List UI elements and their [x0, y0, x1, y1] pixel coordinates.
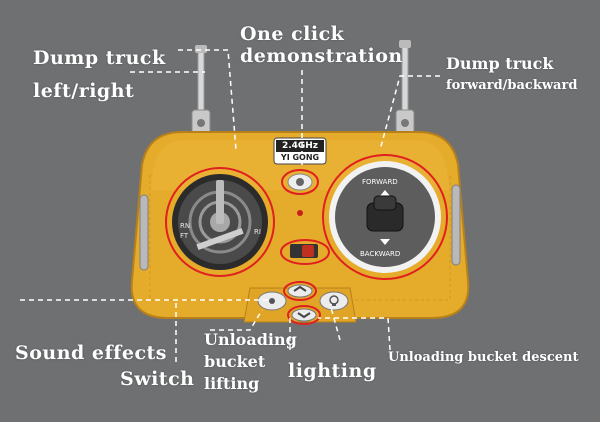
left-stick-ft: FT	[180, 232, 189, 240]
frequency-label: 2.4GHz	[281, 141, 319, 151]
left-stick-rn: RN	[180, 222, 191, 230]
callout-dump-fwd-back-line1: Dump truck	[446, 54, 554, 73]
right-joystick[interactable]	[322, 154, 448, 280]
callout-dump-left-right-line1: Dump truck	[33, 47, 166, 69]
leader-lines	[20, 49, 440, 362]
demo-button[interactable]	[281, 169, 319, 195]
callout-unloading-descent: Unloading bucket descent	[388, 350, 579, 365]
brand-label: YI GONG	[280, 153, 320, 162]
backward-label: BACKWARD	[360, 250, 401, 258]
forward-label: FORWARD	[362, 178, 398, 186]
callout-sound-effects: Sound effects	[15, 342, 167, 364]
left-joystick[interactable]	[165, 167, 275, 277]
brand-plate	[273, 137, 327, 165]
power-led	[297, 210, 303, 216]
callout-unloading-lift-line1: Unloading	[204, 330, 297, 349]
backward-arrow-icon	[380, 239, 390, 245]
left-antenna	[191, 45, 211, 139]
left-stick-ri: RI	[254, 228, 261, 236]
callout-one-click-line1: One click	[240, 23, 345, 45]
callout-dump-fwd-back-line2: forward/backward	[446, 78, 578, 93]
power-switch[interactable]	[280, 239, 330, 265]
lighting-button[interactable]	[319, 291, 349, 311]
callout-one-click-line2: demonstration	[240, 45, 403, 67]
unloading-descent-button[interactable]	[287, 305, 321, 325]
callout-unloading-lift-line2: bucket	[204, 352, 266, 371]
forward-arrow-icon	[380, 190, 390, 196]
callout-dump-left-right-line2: left/right	[33, 80, 135, 102]
sound-button[interactable]	[257, 291, 287, 311]
callout-unloading-lift-line3: lifting	[204, 374, 260, 393]
unloading-lift-button[interactable]	[283, 281, 317, 301]
callout-switch: Switch	[120, 368, 195, 390]
callout-lighting: lighting	[288, 360, 377, 382]
